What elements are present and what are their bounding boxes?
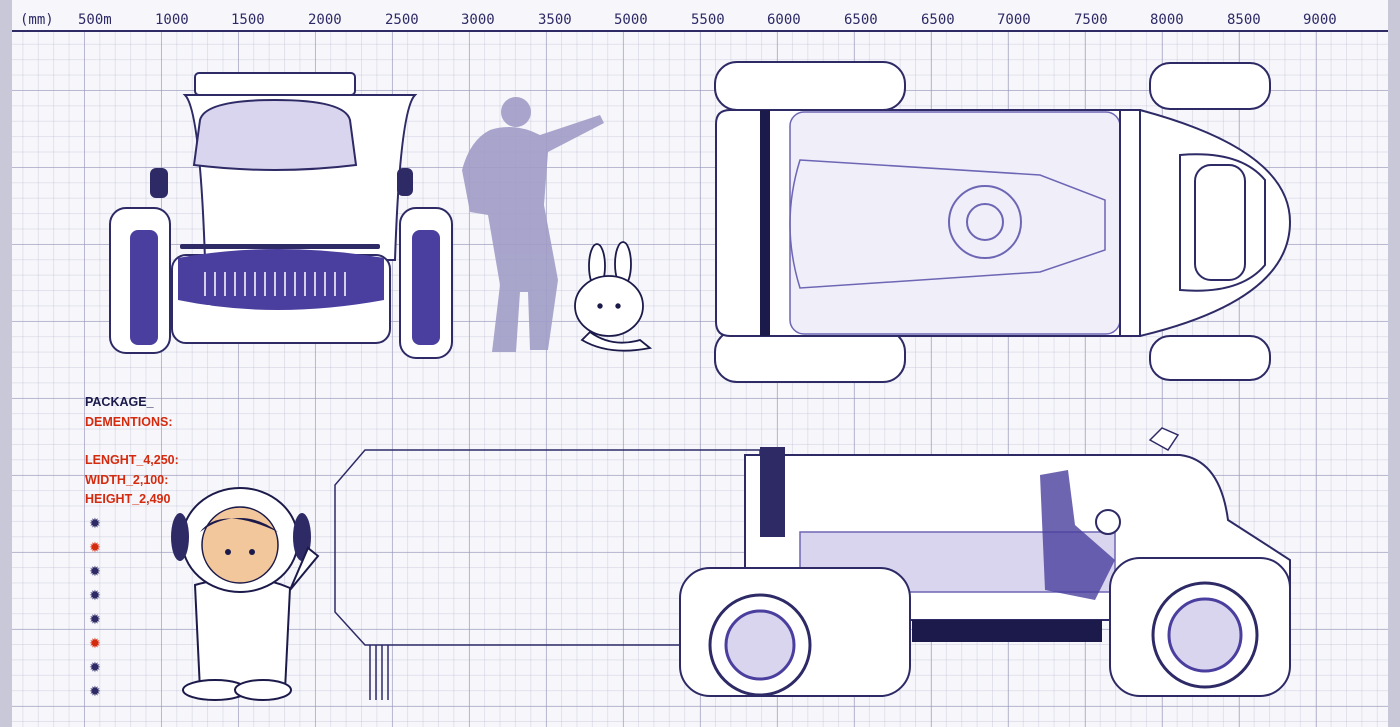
ruler-tick: 3000 [461, 12, 495, 28]
ruler-tick: 6500 [921, 12, 955, 28]
measurement-ruler: (mm) 500m 1000 1500 2000 2500 3000 3500 … [12, 0, 1388, 32]
blueprint-sheet: (mm) 500m 1000 1500 2000 2500 3000 3500 … [12, 0, 1388, 727]
length-value: LENGHT_4,250: [85, 453, 179, 467]
rabbit-mascot [574, 241, 653, 352]
front-view-vehicle [109, 72, 453, 359]
height-value: HEIGHT_2,490 [85, 492, 171, 506]
human-silhouette [462, 97, 604, 352]
ruler-tick: 8000 [1150, 12, 1184, 28]
star-marker-icon: ✹ [89, 631, 101, 653]
star-marker-icon: ✹ [89, 607, 101, 629]
ruler-tick: 7000 [997, 12, 1031, 28]
vehicle-blueprint-drawing [109, 61, 1292, 701]
ruler-tick: 6500 [844, 12, 878, 28]
ruler-tick: 1000 [155, 12, 189, 28]
top-view-vehicle [714, 61, 1292, 383]
side-view-vehicle [679, 427, 1291, 697]
ruler-tick: 3500 [538, 12, 572, 28]
star-marker-icon: ✹ [89, 655, 101, 677]
ruler-tick: 5500 [691, 12, 725, 28]
ruler-tick: 9000 [1303, 12, 1337, 28]
package-dimensions: PACKAGE_ DEMENTIONS: LENGHT_4,250: WIDTH… [85, 393, 179, 510]
spacer [85, 432, 179, 451]
star-marker-icon: ✹ [89, 511, 101, 533]
ruler-tick: 500m [78, 12, 112, 28]
package-title: PACKAGE_ [85, 395, 154, 409]
ruler-tick: 1500 [231, 12, 265, 28]
star-marker-column: ✹✹✹✹✹✹✹✹ [85, 510, 105, 702]
star-marker-icon: ✹ [89, 535, 101, 557]
star-marker-icon: ✹ [89, 559, 101, 581]
ruler-tick: 2500 [385, 12, 419, 28]
width-value: WIDTH_2,100: [85, 472, 169, 487]
ruler-tick: 5000 [614, 12, 648, 28]
ruler-tick: 2000 [308, 12, 342, 28]
ruler-tick: 6000 [767, 12, 801, 28]
ruler-tick: 7500 [1074, 12, 1108, 28]
dimensions-heading: DEMENTIONS: [85, 414, 173, 429]
ruler-tick: 8500 [1227, 12, 1261, 28]
ruler-unit-label: (mm) [20, 12, 54, 28]
astronaut-mascot [171, 487, 320, 701]
star-marker-icon: ✹ [89, 583, 101, 605]
star-marker-icon: ✹ [89, 679, 101, 701]
